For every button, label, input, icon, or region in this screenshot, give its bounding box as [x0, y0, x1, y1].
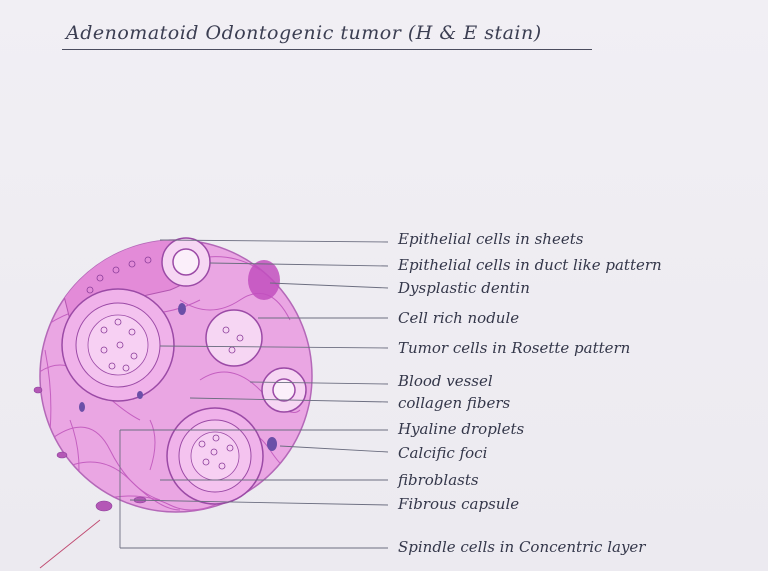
label-collagen-fibers: collagen fibers	[398, 394, 511, 412]
label-dysplastic-dentin: Dysplastic dentin	[398, 279, 530, 297]
label-spindle-cells: Spindle cells in Concentric layer	[398, 538, 646, 556]
label-cell-rich-nodule: Cell rich nodule	[398, 309, 520, 327]
cell-rich-nodule	[61, 288, 175, 402]
cell-nuclei	[86, 256, 244, 470]
dysplastic-dentin	[248, 260, 280, 300]
label-hyaline-droplets: Hyaline droplets	[398, 420, 525, 438]
diagram-title: Adenomatoid Odontogenic tumor (H & E sta…	[66, 22, 542, 44]
label-fibroblasts: fibroblasts	[398, 471, 479, 489]
rosette-nodule	[166, 407, 264, 505]
label-duct-pattern: Epithelial cells in duct like pattern	[398, 256, 662, 274]
label-calcific-foci: Calcific foci	[398, 444, 488, 462]
title-underline	[62, 49, 592, 50]
label-rosette-pattern: Tumor cells in Rosette pattern	[398, 339, 631, 357]
leader-lines	[39, 239, 389, 569]
label-epithelial-sheets: Epithelial cells in sheets	[398, 230, 584, 248]
dark-spots	[79, 303, 277, 451]
label-fibrous-capsule: Fibrous capsule	[398, 495, 520, 513]
label-blood-vessel: Blood vessel	[398, 372, 493, 390]
duct-structures	[161, 237, 307, 413]
spindle-cells	[33, 386, 147, 512]
stroma-fibers	[40, 256, 301, 511]
